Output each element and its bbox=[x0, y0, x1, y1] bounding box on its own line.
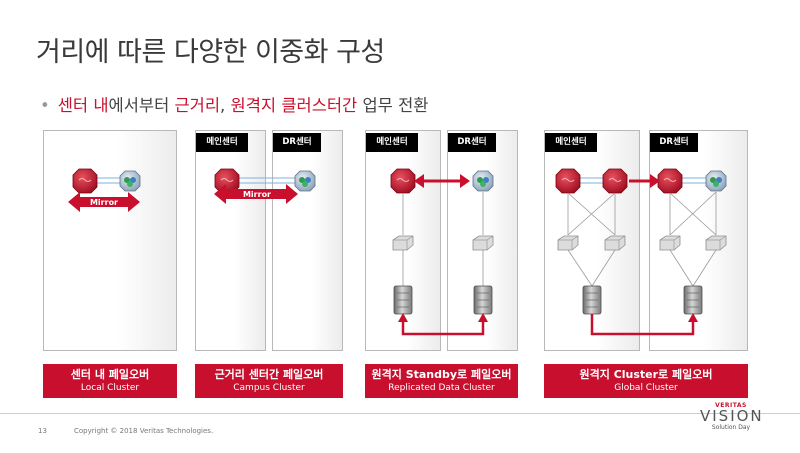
storage-icon bbox=[683, 285, 703, 315]
mirror-arrow-icon bbox=[214, 184, 298, 204]
scenario-global bbox=[555, 168, 727, 336]
caption-replicated-ko: 원격지 Standby로 페일오버 bbox=[371, 368, 512, 381]
storage-icon bbox=[582, 285, 602, 315]
caption-campus-ko: 근거리 센터간 페일오버 bbox=[214, 368, 324, 381]
arrow-icon bbox=[650, 174, 660, 188]
page-number: 13 bbox=[38, 427, 47, 435]
arrow-icon bbox=[460, 174, 470, 188]
arrow-icon bbox=[398, 313, 408, 322]
failed-node-icon bbox=[657, 168, 683, 194]
caption-global: 원격지 Cluster로 페일오버 Global Cluster bbox=[544, 364, 748, 398]
switch-icon bbox=[392, 235, 414, 251]
bullet-part-5: 원격지 클러스터간 bbox=[230, 96, 358, 115]
arrow-icon bbox=[414, 174, 424, 188]
server-icon bbox=[705, 170, 727, 192]
scenario-campus bbox=[214, 168, 316, 204]
switch-icon bbox=[705, 235, 727, 251]
bullet-part-3: 근거리 bbox=[174, 96, 221, 115]
scenario-local bbox=[68, 168, 141, 212]
logo-brand: VERITAS bbox=[715, 402, 747, 409]
caption-campus: 근거리 센터간 페일오버 Campus Cluster bbox=[195, 364, 343, 398]
tag-replicated-dr: DR센터 bbox=[448, 133, 496, 152]
server-icon bbox=[472, 170, 494, 192]
server-icon bbox=[119, 170, 141, 192]
storage-icon bbox=[393, 285, 413, 315]
bullet-part-1: 센터 내 bbox=[57, 96, 109, 115]
panel-campus-main bbox=[195, 130, 266, 351]
failed-node-icon bbox=[602, 168, 628, 194]
caption-campus-en: Campus Cluster bbox=[233, 383, 305, 393]
logo-subtitle: Solution Day bbox=[711, 424, 751, 431]
switch-icon bbox=[604, 235, 626, 251]
caption-local: 센터 내 페일오버 Local Cluster bbox=[43, 364, 177, 398]
mirror-label-local: Mirror bbox=[90, 198, 118, 207]
bullet-dot: • bbox=[40, 96, 50, 115]
footer-divider bbox=[0, 413, 800, 414]
caption-global-ko: 원격지 Cluster로 페일오버 bbox=[579, 368, 713, 381]
caption-local-ko: 센터 내 페일오버 bbox=[70, 368, 150, 381]
tag-replicated-main: 메인센터 bbox=[366, 133, 418, 152]
switch-icon bbox=[472, 235, 494, 251]
failed-node-icon bbox=[555, 168, 581, 194]
arrow-icon bbox=[478, 313, 488, 322]
bullet-point: • 센터 내에서부터 근거리, 원격지 클러스터간 업무 전환 bbox=[40, 92, 428, 116]
copyright-text: Copyright © 2018 Veritas Technologies. bbox=[74, 427, 214, 435]
mirror-label-campus: Mirror bbox=[243, 190, 271, 199]
switch-icon bbox=[659, 235, 681, 251]
tag-campus-dr: DR센터 bbox=[273, 133, 321, 152]
bullet-part-2: 에서부터 bbox=[108, 96, 175, 115]
caption-global-en: Global Cluster bbox=[614, 383, 678, 393]
scenario-replicated bbox=[390, 168, 494, 336]
server-icon bbox=[294, 170, 316, 192]
slide-title: 거리에 따른 다양한 이중화 구성 bbox=[36, 37, 385, 68]
tag-global-dr: DR센터 bbox=[650, 133, 698, 152]
logo-name: VISION bbox=[700, 407, 764, 425]
tag-global-main: 메인센터 bbox=[545, 133, 597, 152]
panel-campus-dr bbox=[272, 130, 343, 351]
failed-node-icon bbox=[390, 168, 416, 194]
failed-node-icon bbox=[72, 168, 98, 194]
bullet-part-4: , bbox=[220, 96, 231, 115]
tag-campus-main: 메인센터 bbox=[196, 133, 248, 152]
storage-icon bbox=[473, 285, 493, 315]
caption-replicated-en: Replicated Data Cluster bbox=[388, 383, 495, 393]
veritas-vision-logo: VERITAS VISION Solution Day bbox=[700, 402, 762, 431]
mirror-arrow-icon bbox=[68, 192, 140, 212]
panel-local bbox=[43, 130, 177, 351]
arrow-icon bbox=[688, 313, 698, 322]
caption-local-en: Local Cluster bbox=[80, 383, 140, 393]
switch-icon bbox=[557, 235, 579, 251]
bullet-part-6: 업무 전환 bbox=[357, 96, 429, 115]
caption-replicated: 원격지 Standby로 페일오버 Replicated Data Cluste… bbox=[365, 364, 518, 398]
